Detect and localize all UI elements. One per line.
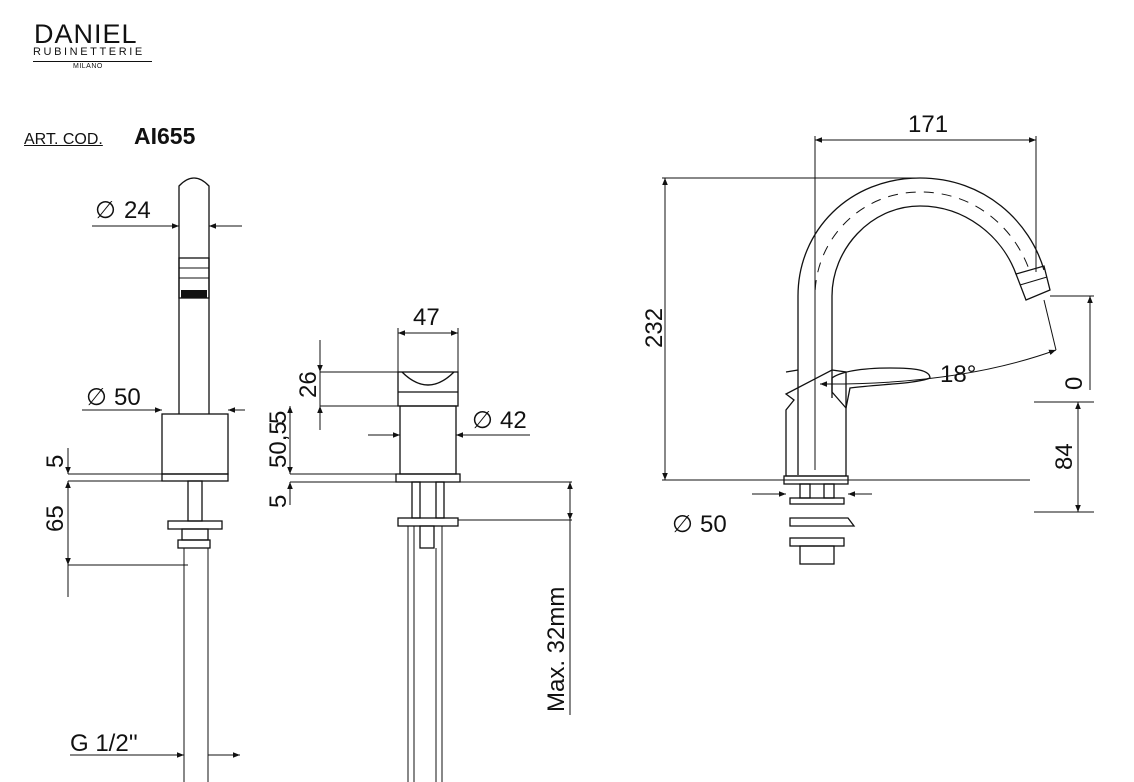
side-spout-outer (797, 177, 1045, 475)
handle-width: 47 (413, 304, 440, 331)
side-spout-inner (831, 205, 1017, 398)
handle-base-ring (395, 473, 461, 483)
handle-view: 47 26 5 50,5 5 ∅ 42 Max. 32mm (265, 304, 573, 782)
side-base-diameter-symbol: ∅ (672, 511, 693, 538)
front-shank (187, 480, 203, 522)
side-lever (831, 367, 931, 410)
front-aerator-mesh (181, 290, 207, 298)
front-body-diameter-symbol: ∅ (86, 384, 107, 411)
handle-height: 26 (295, 371, 322, 398)
logo-city: MILANO (73, 63, 103, 70)
side-view: 171 232 18° 0 84 ∅ 50 (641, 111, 1094, 565)
logo-subtitle: RUBINETTERIE (33, 46, 145, 58)
front-base-thickness: 5 (42, 455, 69, 468)
side-outlet-height: 84 (1051, 443, 1078, 470)
front-body (161, 413, 229, 475)
front-nut (177, 539, 211, 549)
side-total-height: 232 (641, 308, 668, 348)
logo-wordmark: DANIEL (34, 19, 138, 49)
front-shank-drop: 65 (42, 505, 69, 532)
handle-body (399, 405, 457, 475)
max-counter-thickness: Max. 32mm (543, 587, 570, 712)
front-view: ∅ 24 ∅ 50 5 65 G 1/2'' (42, 177, 245, 782)
handle-body-height: 50,5 (265, 421, 292, 468)
side-base-diameter: 50 (700, 511, 727, 538)
front-spout-tube (178, 177, 210, 414)
handle-offset: 5 (265, 411, 292, 424)
front-base-ring (161, 473, 229, 482)
handle-base-diameter-symbol: ∅ (472, 407, 493, 434)
article-label: ART. COD. (24, 131, 103, 148)
side-body (784, 369, 847, 477)
handle-base-thickness: 5 (265, 495, 292, 508)
side-spout-reach: 171 (908, 111, 948, 138)
side-outlet-clearance: 0 (1061, 377, 1088, 390)
handle-base-diameter: 42 (500, 407, 527, 434)
article-code: AI655 (134, 123, 196, 149)
front-thread: G 1/2'' (70, 730, 138, 757)
front-washer (167, 520, 223, 530)
logo-divider (33, 61, 152, 62)
front-spout-diameter-symbol: ∅ (95, 197, 116, 224)
side-lever-angle: 18° (940, 361, 976, 388)
front-spout-diameter: 24 (124, 197, 151, 224)
front-body-diameter: 50 (114, 384, 141, 411)
side-aerator (1015, 265, 1051, 301)
handle-washer (397, 517, 459, 527)
